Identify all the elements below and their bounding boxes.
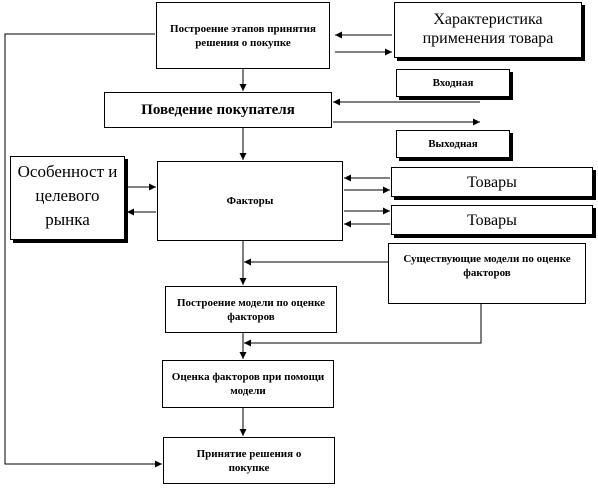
- decision-label: Принятие решения о покупке: [196, 447, 302, 474]
- goods1-label: Товары: [467, 173, 517, 191]
- existing-models-label: Существующие модели по оценке факторов: [403, 253, 571, 279]
- characteristic-box: Характеристика применения товара: [394, 2, 582, 58]
- build-model-box: Построение модели по оценке факторов: [165, 286, 337, 333]
- evaluate-label: Оценка факторов при помощи модели: [171, 371, 325, 397]
- features-box: Особенност и целевого рынка: [10, 156, 125, 240]
- behavior-label: Поведение покупателя: [141, 102, 295, 118]
- goods2-label: Товары: [467, 211, 517, 229]
- factors-label: Факторы: [226, 195, 274, 207]
- stages-label: Построение этапов принятия решения о пок…: [170, 22, 316, 49]
- behavior-box: Поведение покупателя: [104, 92, 332, 128]
- decision-box: Принятие решения о покупке: [163, 437, 335, 484]
- stages-box: Построение этапов принятия решения о пок…: [156, 2, 330, 69]
- existing-models-box: Существующие модели по оценке факторов: [388, 243, 586, 304]
- factors-box: Факторы: [157, 161, 343, 241]
- output-box: Выходная: [396, 130, 510, 158]
- evaluate-box: Оценка факторов при помощи модели: [162, 360, 334, 408]
- input-box: Входная: [396, 69, 510, 97]
- build-model-label: Построение модели по оценке факторов: [176, 296, 326, 323]
- output-label: Выходная: [428, 138, 478, 150]
- goods1-box: Товары: [391, 167, 593, 197]
- goods2-box: Товары: [391, 205, 593, 235]
- input-label: Входная: [432, 77, 474, 89]
- feedback-loop-line: [4, 33, 162, 468]
- characteristic-label: Характеристика применения товара: [422, 11, 554, 47]
- features-label: Особенност и целевого рынка: [17, 162, 118, 229]
- arrow-existing-to-evaluate-line: [244, 304, 482, 347]
